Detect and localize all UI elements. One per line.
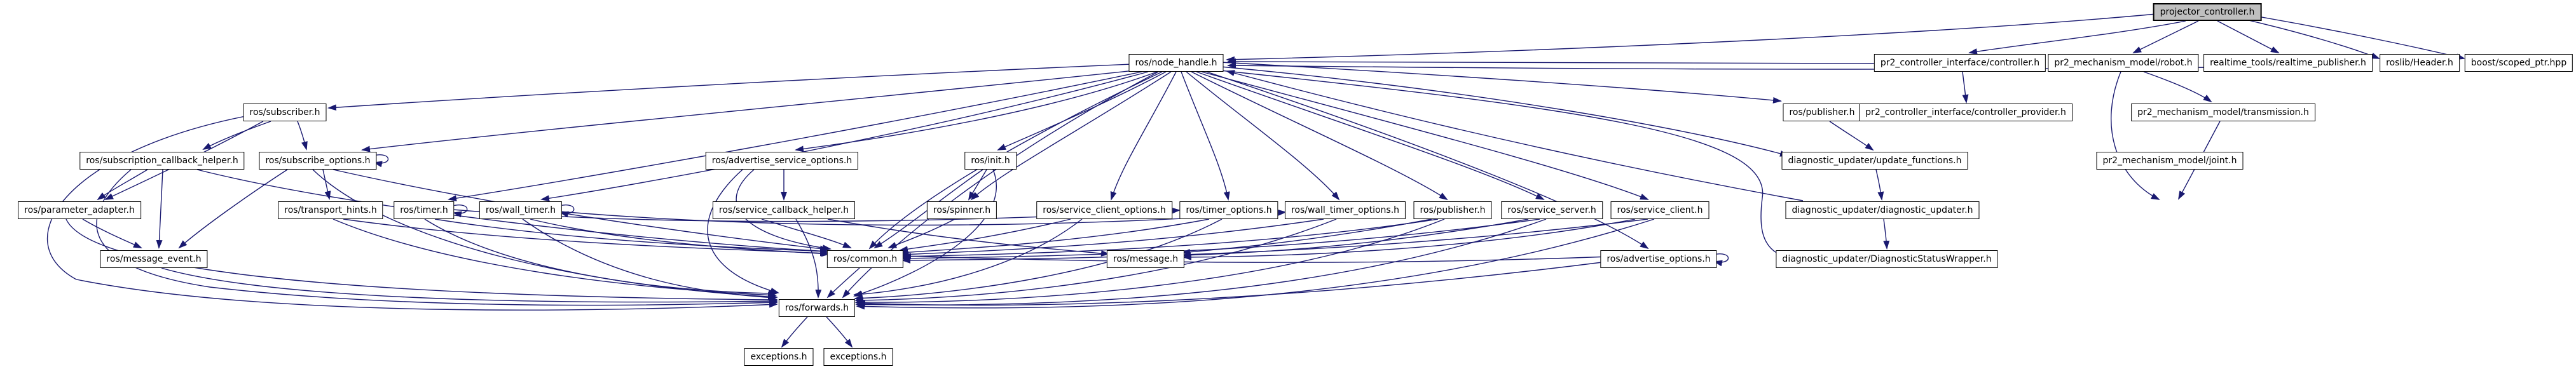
- node-ros-parameter-adapter-h[interactable]: ros/parameter_adapter.h: [18, 201, 141, 219]
- node-realtime-tools-realtime-publisher-h[interactable]: realtime_tools/realtime_publisher.h: [2203, 54, 2373, 72]
- node-ros-service-callback-helper-h[interactable]: ros/service_callback_helper.h: [712, 201, 856, 219]
- node-ros-timer-options-h[interactable]: ros/timer_options.h: [1179, 201, 1278, 219]
- node-ros-publisher-h-right[interactable]: ros/publisher.h: [1783, 104, 1861, 121]
- node-ros-wall-timer-options-h[interactable]: ros/wall_timer_options.h: [1284, 201, 1406, 219]
- node-ros-forwards-h[interactable]: ros/forwards.h: [778, 299, 856, 317]
- node-pr2-controller-interface-controller-h[interactable]: pr2_controller_interface/controller.h: [1874, 54, 2046, 72]
- node-ros-init-h[interactable]: ros/init.h: [964, 152, 1017, 170]
- node-ros-service-client-h[interactable]: ros/service_client.h: [1610, 201, 1709, 219]
- node-ros-subscribe-options-h[interactable]: ros/subscribe_options.h: [259, 152, 377, 170]
- node-projector-controller-h[interactable]: projector_controller.h: [2153, 3, 2262, 21]
- node-ros-publisher-h-mid[interactable]: ros/publisher.h: [1413, 201, 1492, 219]
- node-ros-service-server-h[interactable]: ros/service_server.h: [1501, 201, 1603, 219]
- node-ros-transport-hints-h[interactable]: ros/transport_hints.h: [278, 201, 383, 219]
- node-ros-wall-timer-h[interactable]: ros/wall_timer.h: [479, 201, 563, 219]
- node-pr2-mechanism-model-joint-h[interactable]: pr2_mechanism_model/joint.h: [2096, 152, 2244, 170]
- node-ros-timer-h[interactable]: ros/timer.h: [394, 201, 455, 219]
- node-ros-advertise-options-h[interactable]: ros/advertise_options.h: [1600, 250, 1717, 268]
- node-ros-advertise-service-options-h[interactable]: ros/advertise_service_options.h: [705, 152, 859, 170]
- node-pr2-mechanism-model-transmission-h[interactable]: pr2_mechanism_model/transmission.h: [2131, 104, 2315, 121]
- node-diagnostic-updater-diagnostic-updater-h[interactable]: diagnostic_updater/diagnostic_updater.h: [1785, 201, 1980, 219]
- node-ros-spinner-h[interactable]: ros/spinner.h: [926, 201, 997, 219]
- node-roslib-header-h[interactable]: roslib/Header.h: [2380, 54, 2460, 72]
- node-ros-subscription-callback-helper-h[interactable]: ros/subscription_callback_helper.h: [79, 152, 245, 170]
- node-ros-message-h[interactable]: ros/message.h: [1106, 250, 1185, 268]
- node-exceptions-h-2[interactable]: exceptions.h: [823, 348, 893, 366]
- node-exceptions-h-1[interactable]: exceptions.h: [744, 348, 814, 366]
- node-boost-scoped-ptr-hpp[interactable]: boost/scoped_ptr.hpp: [2464, 54, 2573, 72]
- node-pr2-mechanism-model-robot-h[interactable]: pr2_mechanism_model/robot.h: [2048, 54, 2199, 72]
- node-ros-subscriber-h[interactable]: ros/subscriber.h: [243, 104, 327, 121]
- node-ros-common-h[interactable]: ros/common.h: [826, 250, 904, 268]
- node-diagnostic-updater-diagnosticstatuswrapper-h[interactable]: diagnostic_updater/DiagnosticStatusWrapp…: [1776, 250, 1998, 268]
- node-ros-node-handle-h[interactable]: ros/node_handle.h: [1128, 54, 1224, 72]
- node-ros-service-client-options-h[interactable]: ros/service_client_options.h: [1036, 201, 1172, 219]
- node-ros-message-event-h[interactable]: ros/message_event.h: [100, 250, 208, 268]
- node-pr2-controller-interface-controller-provider-h[interactable]: pr2_controller_interface/controller_prov…: [1859, 104, 2072, 121]
- node-diagnostic-updater-update-functions-h[interactable]: diagnostic_updater/update_functions.h: [1781, 152, 1968, 170]
